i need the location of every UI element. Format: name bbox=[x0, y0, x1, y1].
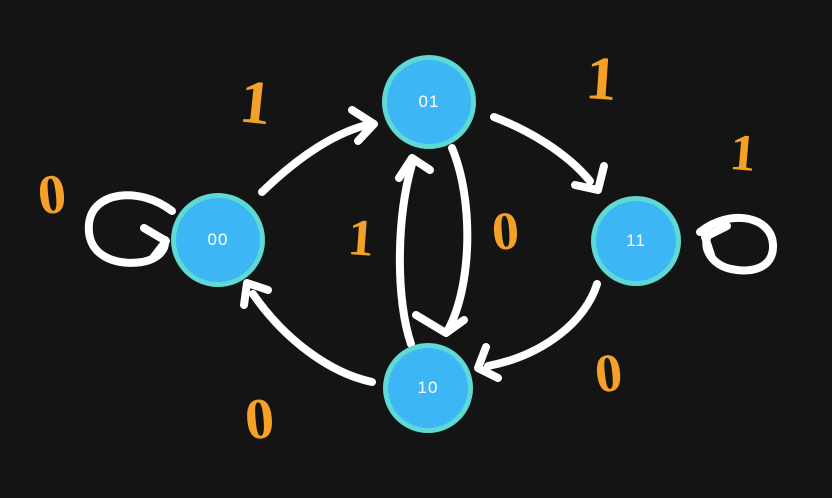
edge-label-11-to-10: 0 bbox=[591, 341, 626, 405]
arrowhead-11-self-loop bbox=[701, 222, 731, 262]
edge-label-10-to-00: 0 bbox=[242, 384, 277, 453]
edge-label-10-to-01: 1 bbox=[346, 209, 376, 268]
arrowhead-00-to-01 bbox=[348, 106, 378, 145]
edge-label-11-self-loop: 1 bbox=[727, 123, 759, 184]
edge-00-to-01[interactable] bbox=[258, 120, 375, 196]
edge-label-00-self-loop: 0 bbox=[34, 162, 70, 228]
state-node-11-label: 11 bbox=[626, 231, 646, 250]
edge-label-00-to-01: 1 bbox=[236, 67, 275, 139]
edge-01-to-10[interactable] bbox=[444, 144, 472, 334]
arrowhead-10-to-01 bbox=[395, 154, 434, 182]
state-node-00-label: 00 bbox=[207, 230, 229, 249]
arrowhead-00-self-loop bbox=[140, 224, 170, 262]
edge-01-to-11[interactable] bbox=[490, 113, 594, 185]
arrowhead-01-to-10 bbox=[412, 311, 468, 337]
arrowhead-01-to-11 bbox=[571, 162, 608, 194]
arrowhead-11-to-10 bbox=[474, 343, 502, 382]
arrowhead-10-to-00 bbox=[240, 279, 272, 309]
state-node-01[interactable]: 01 bbox=[382, 55, 476, 149]
state-node-01-label: 01 bbox=[418, 92, 440, 111]
edge-label-01-to-11: 1 bbox=[583, 44, 620, 114]
state-node-00[interactable]: 00 bbox=[171, 193, 265, 287]
edge-label-01-to-10: 0 bbox=[489, 200, 522, 262]
state-node-10[interactable]: 10 bbox=[383, 343, 473, 433]
edge-10-to-01[interactable] bbox=[395, 160, 416, 348]
state-node-10-label: 10 bbox=[417, 378, 439, 397]
edge-11-to-10[interactable] bbox=[484, 280, 601, 370]
state-node-11[interactable]: 11 bbox=[591, 196, 681, 286]
edge-10-to-00[interactable] bbox=[249, 290, 376, 386]
